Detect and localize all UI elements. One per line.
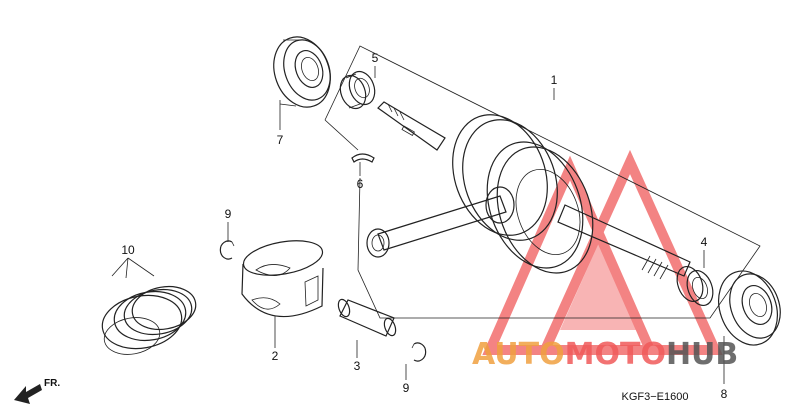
- needle-bearing-5: [339, 70, 376, 110]
- crankshaft-1: [366, 101, 691, 280]
- leader-lines: [111, 66, 725, 384]
- callout-3: 3: [354, 359, 361, 373]
- callout-1: 1: [551, 73, 558, 87]
- watermark-part-auto: AUTO: [472, 337, 565, 372]
- watermark-logo: [482, 149, 723, 355]
- piston-pin-3: [337, 298, 397, 337]
- piston-2: [241, 240, 324, 318]
- bearing-8: [718, 270, 781, 346]
- diagram-code: KGF3−E1600: [622, 391, 689, 403]
- clip-9-lower: [411, 342, 427, 362]
- callout-2: 2: [272, 349, 279, 363]
- watermark-text: AUTOMOTOHUB: [472, 337, 738, 372]
- callout-10: 10: [121, 243, 135, 257]
- piston-rings-10: [101, 285, 197, 355]
- key-6: [351, 153, 375, 163]
- callout-8: 8: [721, 387, 728, 401]
- callout-4: 4: [701, 235, 708, 249]
- callout-9-upper: 9: [225, 207, 232, 221]
- callout-7: 7: [277, 133, 284, 147]
- front-direction-arrow-icon: [14, 384, 42, 404]
- callout-9-lower: 9: [403, 381, 410, 395]
- watermark-part-moto: MOTO: [565, 337, 666, 372]
- assembly-outline: [324, 45, 761, 319]
- callout-5: 5: [372, 51, 379, 65]
- front-direction-label: FR.: [44, 378, 60, 389]
- bearing-7: [273, 36, 331, 108]
- callout-6: 6: [357, 177, 364, 191]
- watermark-part-hub: HUB: [666, 337, 738, 372]
- needle-bearing-4: [676, 265, 714, 307]
- clip-9-upper: [219, 240, 235, 260]
